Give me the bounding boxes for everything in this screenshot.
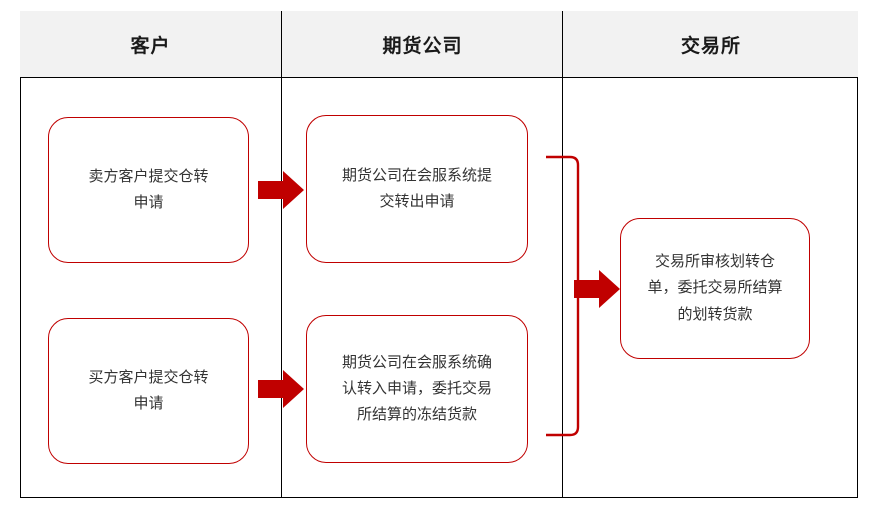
text-line: 买方客户提交仓转 <box>88 368 209 386</box>
text-line: 交转出申请 <box>379 193 455 210</box>
text-line: 期货公司在会服系统确 <box>341 353 492 371</box>
column-header-exchange-label: 交易所 <box>680 36 741 57</box>
column-header-exchange: 交易所 <box>564 11 858 78</box>
text-line: 的划转货款 <box>677 305 753 323</box>
process-box-futures-transfer-out[interactable]: 期货公司在会服系统提 交转出申请 <box>306 115 528 263</box>
text-line: 单，委托交易所结算 <box>647 279 783 297</box>
text-line: 申请 <box>133 395 164 412</box>
column-divider-2 <box>562 11 563 498</box>
process-box-buyer-request[interactable]: 买方客户提交仓转 申请 <box>48 318 249 464</box>
process-box-exchange-review[interactable]: 交易所审核划转仓 单，委托交易所结算 的划转货款 <box>620 218 810 359</box>
process-box-exchange-review-text: 交易所审核划转仓 单，委托交易所结算 的划转货款 <box>647 249 782 328</box>
right-arrow-icon-merge-to-exchange <box>574 270 620 308</box>
text-line: 交易所审核划转仓 <box>654 253 775 271</box>
column-header-customer: 客户 <box>20 11 281 78</box>
text-line: 卖方客户提交仓转 <box>88 167 209 185</box>
column-header-futures-company: 期货公司 <box>283 11 562 78</box>
process-box-futures-transfer-out-text: 期货公司在会服系统提 交转出申请 <box>342 163 492 216</box>
swimlane-header-row <box>20 11 858 78</box>
text-line: 认转入申请，委托交易 <box>341 379 492 397</box>
process-box-buyer-request-text: 买方客户提交仓转 申请 <box>88 365 208 418</box>
column-header-customer-label: 客户 <box>130 36 171 57</box>
process-box-futures-transfer-in[interactable]: 期货公司在会服系统确 认转入申请，委托交易 所结算的冻结货款 <box>306 315 528 463</box>
process-box-seller-request-text: 卖方客户提交仓转 申请 <box>88 164 208 217</box>
text-line: 申请 <box>133 194 164 211</box>
column-header-futures-company-label: 期货公司 <box>382 36 463 57</box>
text-line: 期货公司在会服系统提 <box>341 166 492 184</box>
process-box-seller-request[interactable]: 卖方客户提交仓转 申请 <box>48 117 249 263</box>
process-box-futures-transfer-in-text: 期货公司在会服系统确 认转入申请，委托交易 所结算的冻结货款 <box>342 350 492 429</box>
text-line: 所结算的冻结货款 <box>356 406 477 424</box>
right-arrow-icon-buyer-to-futures <box>258 370 304 408</box>
column-divider-1 <box>281 11 282 498</box>
right-arrow-icon-seller-to-futures <box>258 171 304 209</box>
